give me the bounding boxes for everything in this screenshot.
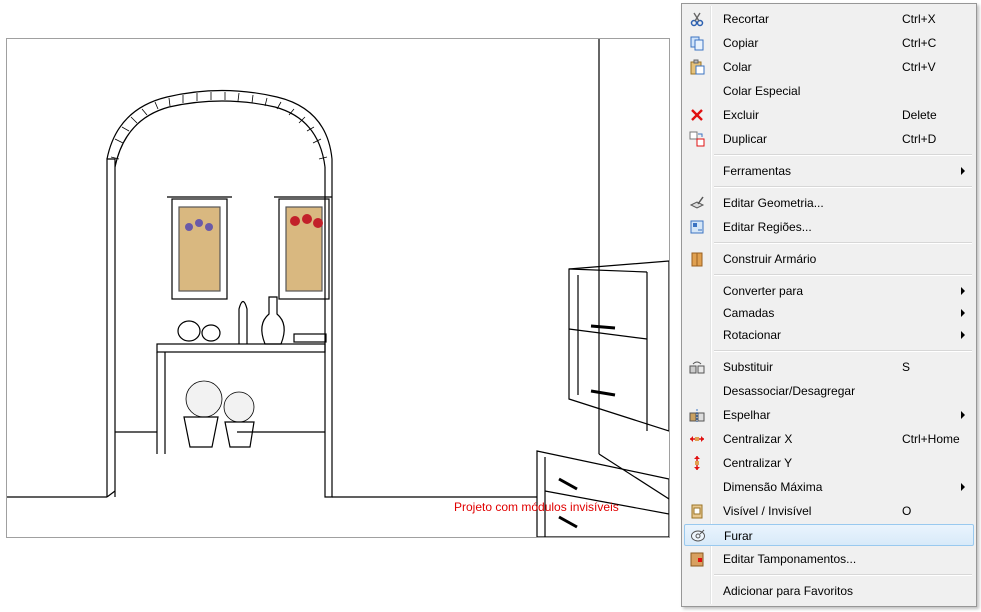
menu-separator [714, 154, 972, 156]
edit-geometry-icon [689, 195, 705, 211]
visibility-icon [689, 503, 705, 519]
invisible-modules-message: Projeto com módulos invisíveis [454, 500, 619, 514]
menu-item-duplicar[interactable]: Duplicar Ctrl+D [684, 128, 974, 150]
menu-item-label: Rotacionar [723, 328, 782, 342]
menu-item-label: Editar Tamponamentos... [723, 552, 857, 566]
menu-item-label: Camadas [723, 306, 775, 320]
menu-item-label: Espelhar [723, 408, 771, 422]
submenu-arrow-icon [961, 331, 965, 339]
edit-regions-icon [689, 219, 705, 235]
menu-item-label: Dimensão Máxima [723, 480, 823, 494]
menu-item-construir-armario[interactable]: Construir Armário [684, 248, 974, 270]
3d-viewport[interactable]: Projeto com módulos invisíveis [6, 38, 670, 538]
menu-item-camadas[interactable]: Camadas [684, 302, 974, 324]
menu-item-label: Substituir [723, 360, 774, 374]
menu-item-label: Duplicar [723, 132, 768, 146]
menu-item-adicionar-favoritos[interactable]: Adicionar para Favoritos [684, 580, 974, 602]
menu-item-shortcut: Ctrl+D [902, 132, 937, 146]
menu-item-label: Editar Geometria... [723, 196, 824, 210]
center-y-icon [689, 455, 705, 471]
menu-item-dimensao-maxima[interactable]: Dimensão Máxima [684, 476, 974, 498]
menu-item-excluir[interactable]: Excluir Delete [684, 104, 974, 126]
menu-item-label: Desassociar/Desagregar [723, 384, 856, 398]
menu-item-rotacionar[interactable]: Rotacionar [684, 324, 974, 346]
menu-item-label: Colar [723, 60, 752, 74]
copy-icon [689, 35, 705, 51]
menu-item-label: Adicionar para Favoritos [723, 584, 854, 598]
menu-item-label: Construir Armário [723, 252, 817, 266]
menu-separator [714, 274, 972, 276]
menu-item-converter-para[interactable]: Converter para [684, 280, 974, 302]
menu-separator [714, 350, 972, 352]
menu-item-shortcut: O [902, 504, 912, 518]
menu-item-shortcut: Ctrl+X [902, 12, 936, 26]
menu-item-shortcut: Ctrl+C [902, 36, 937, 50]
menu-item-furar[interactable]: Furar [684, 524, 974, 546]
menu-item-centralizar-x[interactable]: Centralizar X Ctrl+Home [684, 428, 974, 450]
menu-item-copiar[interactable]: Copiar Ctrl+C [684, 32, 974, 54]
menu-separator [714, 574, 972, 576]
menu-gutter [710, 6, 712, 604]
menu-item-centralizar-y[interactable]: Centralizar Y [684, 452, 974, 474]
submenu-arrow-icon [961, 309, 965, 317]
menu-item-espelhar[interactable]: Espelhar [684, 404, 974, 426]
menu-item-editar-tamponamentos[interactable]: Editar Tamponamentos... [684, 548, 974, 570]
menu-item-desassociar[interactable]: Desassociar/Desagregar [684, 380, 974, 402]
scissors-icon [689, 11, 705, 27]
menu-item-label: Excluir [723, 108, 760, 122]
context-menu: Recortar Ctrl+X Copiar Ctrl+C Colar Ctrl… [681, 3, 977, 607]
menu-item-shortcut: Ctrl+Home [902, 432, 960, 446]
menu-item-editar-geometria[interactable]: Editar Geometria... [684, 192, 974, 214]
menu-item-label: Editar Regiões... [723, 220, 812, 234]
menu-item-shortcut: Ctrl+V [902, 60, 936, 74]
menu-item-editar-regioes[interactable]: Editar Regiões... [684, 216, 974, 238]
menu-item-label: Colar Especial [723, 84, 801, 98]
menu-separator [714, 186, 972, 188]
edit-panels-icon [689, 551, 705, 567]
menu-item-label: Copiar [723, 36, 759, 50]
menu-item-colar-especial[interactable]: Colar Especial [684, 80, 974, 102]
duplicate-icon [689, 131, 705, 147]
menu-item-label: Centralizar Y [723, 456, 793, 470]
menu-item-ferramentas[interactable]: Ferramentas [684, 160, 974, 182]
paste-icon [689, 59, 705, 75]
menu-item-visivel-invisivel[interactable]: Visível / Invisível O [684, 500, 974, 522]
center-x-icon [689, 431, 705, 447]
scene-drawing [7, 39, 669, 537]
menu-item-colar[interactable]: Colar Ctrl+V [684, 56, 974, 78]
mirror-icon [689, 407, 705, 423]
menu-item-recortar[interactable]: Recortar Ctrl+X [684, 8, 974, 30]
submenu-arrow-icon [961, 287, 965, 295]
menu-item-substituir[interactable]: Substituir S [684, 356, 974, 378]
delete-x-icon [689, 107, 705, 123]
submenu-arrow-icon [961, 483, 965, 491]
menu-item-label: Centralizar X [723, 432, 793, 446]
submenu-arrow-icon [961, 411, 965, 419]
menu-item-shortcut: Delete [902, 108, 937, 122]
drill-icon [690, 528, 706, 544]
menu-item-label: Visível / Invisível [723, 504, 812, 518]
menu-item-label: Ferramentas [723, 164, 792, 178]
replace-icon [689, 359, 705, 375]
menu-item-shortcut: S [902, 360, 911, 374]
build-cabinet-icon [689, 251, 705, 267]
submenu-arrow-icon [961, 167, 965, 175]
menu-item-label: Converter para [723, 284, 804, 298]
menu-item-label: Recortar [723, 12, 770, 26]
menu-item-label: Furar [724, 529, 753, 543]
menu-separator [714, 242, 972, 244]
